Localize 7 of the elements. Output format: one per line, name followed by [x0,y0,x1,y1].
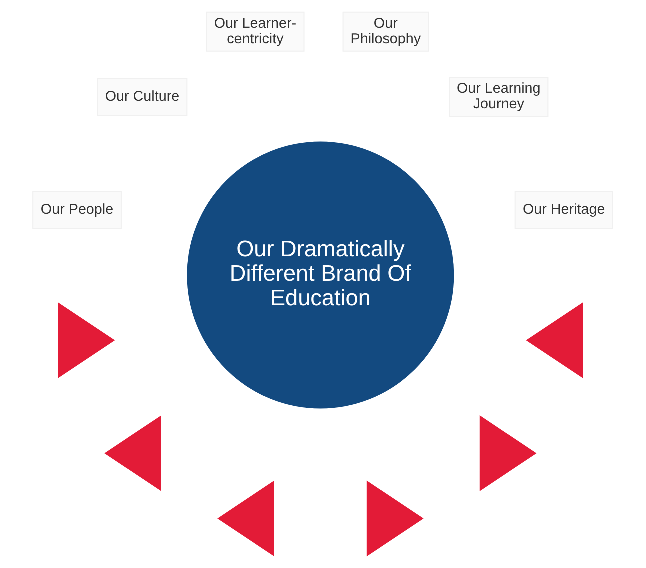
node-circle: Our Dramatically Different Brand Of Education [187,142,454,409]
node-triangle [58,302,116,378]
node-triangle [218,480,274,557]
node-triangle [366,480,424,557]
node-triangle [480,416,537,492]
node-triangle [104,416,162,492]
node-triangle [526,302,584,378]
